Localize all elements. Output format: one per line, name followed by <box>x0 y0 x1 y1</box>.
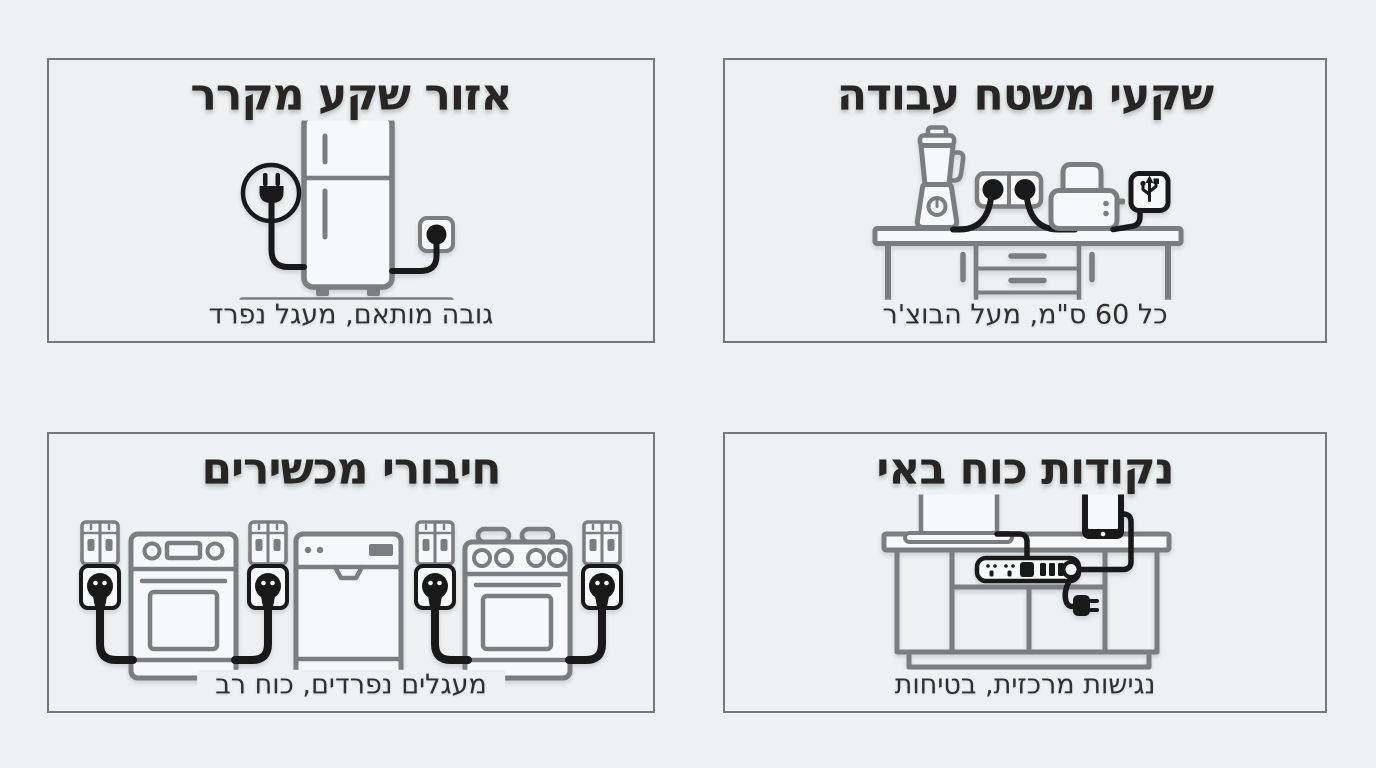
quadrant-appliance-connections: חיבורי מכשירים מעגלים נפרדים, כוח רב <box>47 432 655 713</box>
plug-circle-icon <box>240 162 307 270</box>
quadrant-title: שקעי משטח עבודה <box>816 68 1234 120</box>
breaker-icon <box>415 520 455 566</box>
laptop-icon <box>903 484 1014 544</box>
table-icon <box>872 226 1184 323</box>
dangling-plug-icon <box>1062 575 1099 616</box>
breaker-icon <box>80 520 120 566</box>
blender-icon <box>914 125 966 230</box>
quadrant-island-power-points: נקודות כוח באי נגישות מרכזית, בטיחות <box>723 432 1327 713</box>
tablet-icon <box>1082 484 1124 539</box>
outlet-plug-icon <box>565 564 623 664</box>
power-strip-icon <box>974 511 1134 584</box>
wall-outlet-icon <box>389 216 455 274</box>
usb-outlet-icon <box>1110 171 1171 233</box>
kitchen-island-power-strip-laptop-tablet-icon <box>881 484 1172 670</box>
refrigerator-with-plug-and-outlet-icon <box>239 112 455 303</box>
quadrant-caption: גובה מותאם, מעגל נפרד <box>190 299 512 331</box>
refrigerator-icon <box>301 112 395 296</box>
breaker-icon <box>248 520 288 566</box>
countertop-blender-toaster-outlets-usb-icon <box>872 125 1184 323</box>
stove-icon <box>462 526 573 681</box>
quadrant-caption: מעגלים נפרדים, כוח רב <box>197 669 505 701</box>
quadrant-fridge-outlet-zone: אזור שקע מקרר גובה מותאם, מעגל נפרד <box>47 58 655 343</box>
outlet-plug-icon <box>231 564 289 664</box>
quadrant-worktop-outlets: שקעי משטח עבודה כל 60 ס"מ, מעל הבוצ'ר <box>723 58 1327 343</box>
quadrant-title: אזור שקע מקרר <box>170 68 532 120</box>
quadrant-caption: כל 60 ס"מ, מעל הבוצ'ר <box>864 299 1186 331</box>
quadrant-title: נקודות כוח באי <box>856 442 1194 494</box>
outlet-plug-icon <box>414 564 472 664</box>
quadrant-title: חיבורי מכשירים <box>181 442 521 494</box>
quadrant-caption: נגישות מרכזית, בטיחות <box>876 669 1174 701</box>
breaker-icon <box>582 520 622 566</box>
toaster-icon <box>1048 162 1125 231</box>
outlet-plug-icon <box>79 564 137 664</box>
oven-dishwasher-stove-breakers-plugs-icon <box>79 520 623 681</box>
dishwasher-icon <box>293 531 404 681</box>
oven-icon <box>128 531 239 681</box>
